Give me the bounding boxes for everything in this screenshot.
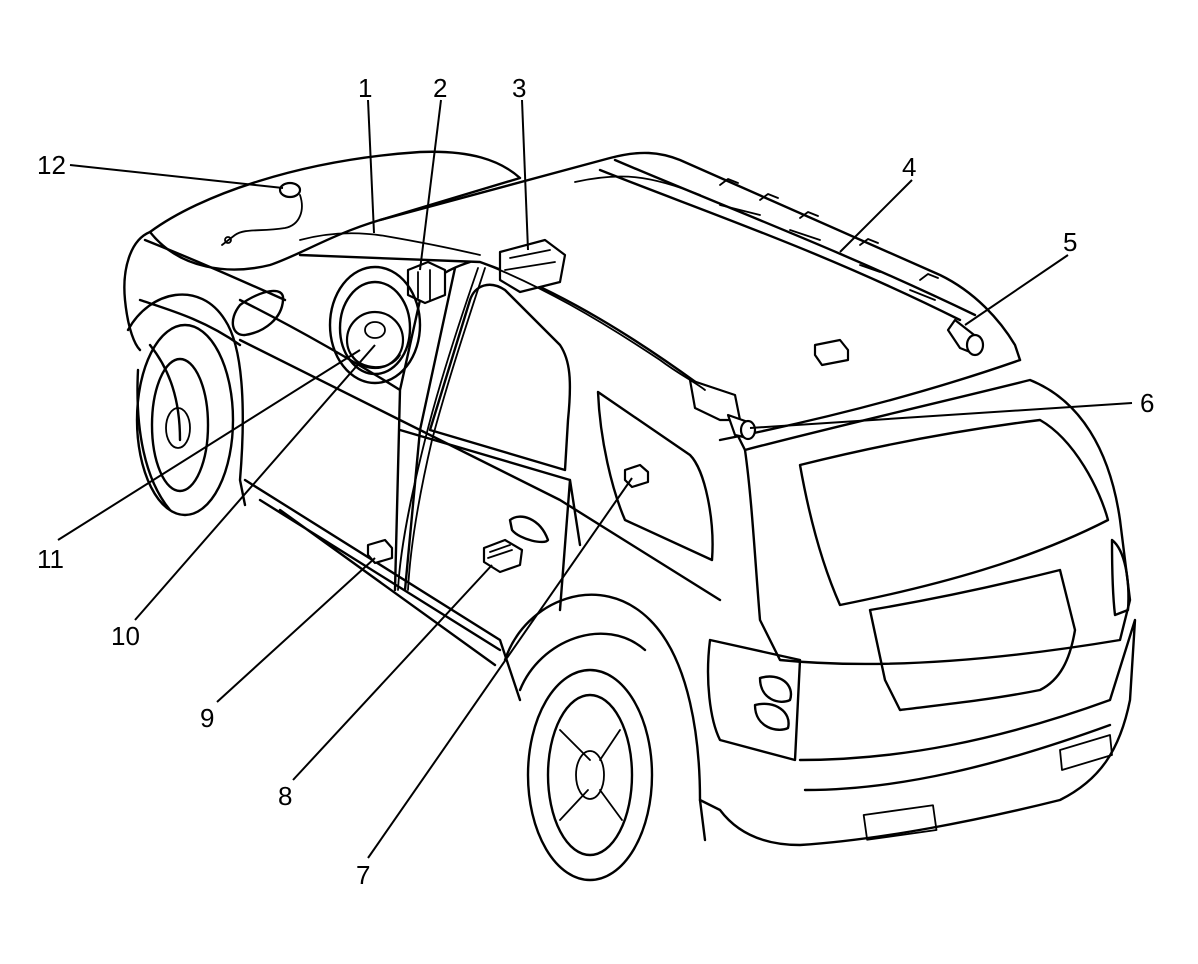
roof-connector — [813, 338, 850, 367]
callout-9: 9 — [200, 703, 214, 733]
driver-airbag-module — [345, 310, 405, 370]
license-recess — [868, 568, 1077, 712]
front-wheel-arch — [126, 293, 247, 507]
rear-wheel-arch — [503, 593, 707, 842]
roof-outline — [378, 151, 1022, 362]
side-impact-sensor — [482, 538, 524, 574]
a-pillar-harness — [299, 232, 481, 256]
liftgate — [743, 378, 1132, 666]
rear-hub — [575, 750, 605, 800]
rear-curtain-inflator — [946, 318, 985, 357]
steering-wheel — [328, 265, 422, 385]
curtain-harness — [479, 261, 706, 391]
front-fender — [138, 238, 287, 347]
rear-rim — [546, 693, 634, 857]
front-end — [123, 230, 152, 352]
curtain-inflator-front — [498, 238, 567, 294]
callout-11: 11 — [37, 544, 64, 574]
roof-airbag-harness — [574, 175, 936, 301]
callout-7: 7 — [356, 860, 370, 890]
vehicle-body — [123, 150, 1137, 882]
sill-sensor — [366, 538, 394, 565]
callouts: 1 2 3 4 5 6 7 8 9 10 11 12 — [37, 73, 1154, 890]
side-inflator — [688, 378, 757, 441]
callout-8: 8 — [278, 781, 292, 811]
hood — [148, 150, 522, 271]
front-rim — [150, 357, 210, 493]
sensing-module — [406, 260, 447, 305]
body-side-lower — [238, 338, 722, 602]
front-tire — [135, 323, 235, 517]
headlamp — [231, 289, 285, 337]
b-pillar-harness — [397, 267, 486, 591]
callout-5: 5 — [1063, 227, 1077, 257]
components — [221, 175, 985, 591]
tail-lamp — [706, 638, 802, 762]
callout-3: 3 — [512, 73, 526, 103]
rear-glass — [798, 418, 1110, 607]
callout-12: 12 — [37, 150, 66, 180]
rear-door-window — [428, 283, 572, 472]
rocker-panel — [243, 478, 522, 702]
front-impact-sensor — [221, 181, 303, 246]
rear-tire — [526, 668, 654, 882]
rear-reflector — [862, 804, 938, 841]
leader-lines — [57, 99, 1133, 859]
rear-bumper — [698, 618, 1137, 847]
door-handle — [508, 515, 550, 544]
callout-4: 4 — [902, 152, 916, 182]
callout-6: 6 — [1140, 388, 1154, 418]
callout-1: 1 — [358, 73, 372, 103]
callout-10: 10 — [111, 621, 140, 651]
b-pillar — [403, 266, 457, 592]
rear-door — [398, 428, 582, 612]
callout-2: 2 — [433, 73, 447, 103]
roof-rear-edge — [718, 358, 1022, 442]
quarter-window — [596, 390, 714, 562]
roof-rail — [598, 158, 977, 322]
